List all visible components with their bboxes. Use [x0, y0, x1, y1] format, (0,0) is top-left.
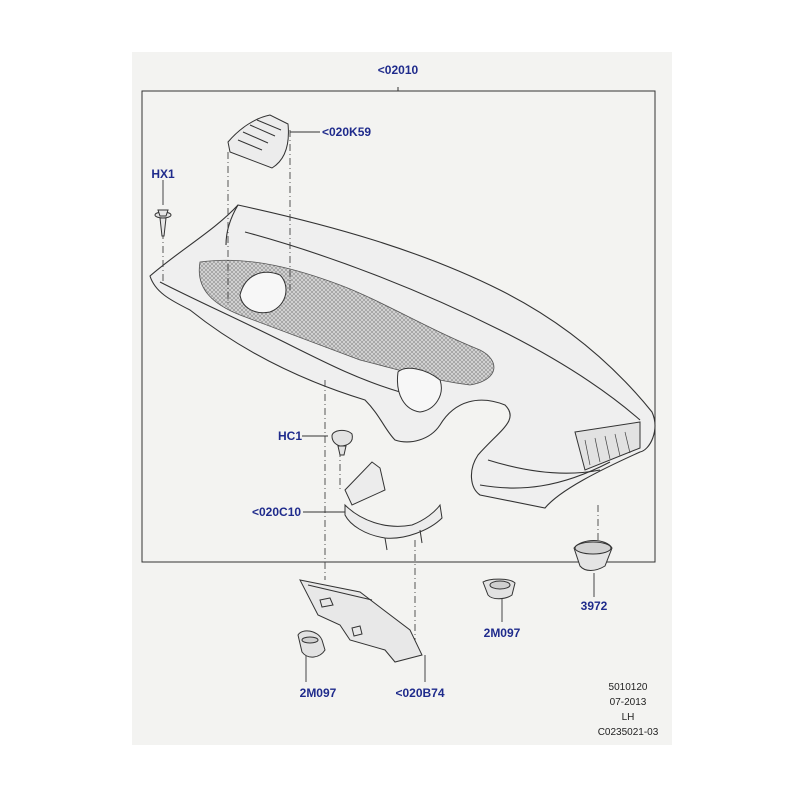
callout-grille-insert[interactable]: <020K59 — [322, 125, 371, 139]
callout-plug-right[interactable]: 2M097 — [484, 626, 521, 640]
plug-2m097-left[interactable] — [297, 630, 326, 658]
bracket-020b74[interactable] — [299, 579, 423, 663]
drawing-reference: C0235021-03 — [597, 727, 659, 738]
seal-3972[interactable] — [573, 540, 613, 571]
callout-plug-left[interactable]: 2M097 — [300, 686, 337, 700]
drawing-side: LH — [621, 712, 635, 723]
assembly-frame — [141, 87, 656, 563]
cowl-center-opening — [396, 367, 442, 413]
cowl-left-opening — [239, 271, 287, 314]
callout-hc1[interactable]: HC1 — [278, 429, 302, 443]
leader-lines — [162, 130, 599, 640]
hc1-clip[interactable] — [331, 429, 353, 456]
callout-leaders — [162, 131, 595, 682]
plug-2m097-right[interactable] — [482, 578, 516, 600]
drawing-date: 07-2013 — [609, 697, 647, 708]
callout-seal-3972[interactable]: 3972 — [581, 599, 608, 613]
hx1-push-pin[interactable] — [154, 209, 172, 237]
callout-assembly[interactable]: <02010 — [378, 63, 419, 77]
callout-bracket-b74[interactable]: <020B74 — [395, 686, 444, 700]
callout-bracket-c10[interactable]: <020C10 — [252, 505, 301, 519]
grille-insert[interactable] — [227, 114, 289, 169]
callout-hx1[interactable]: HX1 — [151, 167, 175, 181]
bracket-020c10[interactable] — [344, 461, 443, 551]
drawing-number: 5010120 — [608, 682, 648, 693]
cowl-right-vent-slats — [584, 431, 631, 466]
